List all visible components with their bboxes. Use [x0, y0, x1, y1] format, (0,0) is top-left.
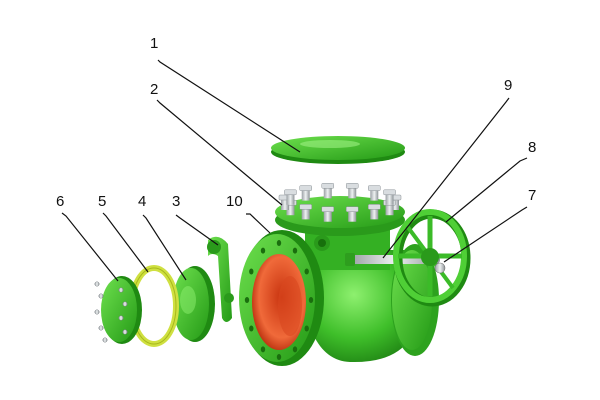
bolt-head: [345, 183, 359, 189]
bolt-head: [345, 206, 359, 212]
bolt-shank: [301, 188, 310, 201]
screw: [118, 315, 124, 321]
callout-6: 6: [56, 193, 64, 210]
bolt-shank: [370, 188, 379, 201]
screw: [122, 301, 128, 307]
inlet-flange-bolt-holes: [244, 240, 314, 360]
seat-plate: [101, 276, 142, 344]
screw: [118, 287, 124, 293]
disc-part: [173, 266, 215, 342]
flange-hole: [304, 325, 309, 332]
callout-1: 1: [150, 35, 158, 52]
screw: [98, 325, 104, 331]
bolt-head: [299, 204, 312, 210]
bolt-shank: [385, 192, 394, 205]
cover-bolts: [278, 183, 402, 222]
callout-3: 3: [172, 193, 180, 210]
screw: [94, 309, 100, 315]
bolt-head: [321, 206, 335, 212]
bracket-part: [207, 236, 234, 322]
flange-hole: [276, 354, 282, 360]
callout-8: 8: [528, 139, 536, 156]
screw: [102, 337, 108, 343]
bolt-head: [383, 189, 396, 196]
screw: [94, 281, 100, 287]
bolt-shank: [348, 209, 357, 222]
bolt-shank: [286, 192, 295, 205]
bolt-head: [284, 189, 297, 196]
flange-hole: [292, 247, 298, 254]
flange-hole: [308, 297, 314, 303]
handwheel: [393, 209, 471, 307]
callout-7: 7: [528, 187, 536, 204]
flange-hole: [276, 240, 282, 246]
callout-10: 10: [226, 193, 243, 210]
wheel-nut: [434, 262, 446, 274]
callout-9: 9: [504, 77, 512, 94]
bolt-shank: [281, 198, 289, 210]
flange-hole: [304, 268, 309, 275]
callout-5: 5: [98, 193, 106, 210]
bolt-head: [321, 183, 335, 189]
callout-2: 2: [150, 81, 158, 98]
flange-hole: [244, 297, 250, 303]
flange-hole: [249, 268, 254, 275]
flange-hole: [249, 325, 254, 332]
bolt-head: [368, 204, 381, 210]
bolt-head: [368, 185, 381, 191]
bolt-shank: [370, 207, 379, 220]
bolt-shank: [323, 209, 332, 222]
flange-hole: [260, 346, 266, 353]
bolt-shank: [348, 186, 357, 199]
callout-labels: 1 2 3 4 5 6 7 8 9 10: [56, 35, 536, 210]
flange-hole: [260, 247, 266, 254]
cover-part: [271, 136, 405, 164]
bolt-shank: [385, 203, 394, 216]
screw: [98, 293, 104, 299]
bolt-shank: [286, 203, 295, 216]
leader-lines: [61, 59, 528, 282]
plate-screws: [94, 281, 128, 343]
bolt-shank: [323, 186, 332, 199]
inlet-flange: [239, 230, 324, 366]
screw: [122, 329, 128, 335]
flange-hole: [292, 346, 298, 353]
bolt-head: [299, 185, 312, 191]
bolt-shank: [301, 207, 310, 220]
callout-4: 4: [138, 193, 146, 210]
